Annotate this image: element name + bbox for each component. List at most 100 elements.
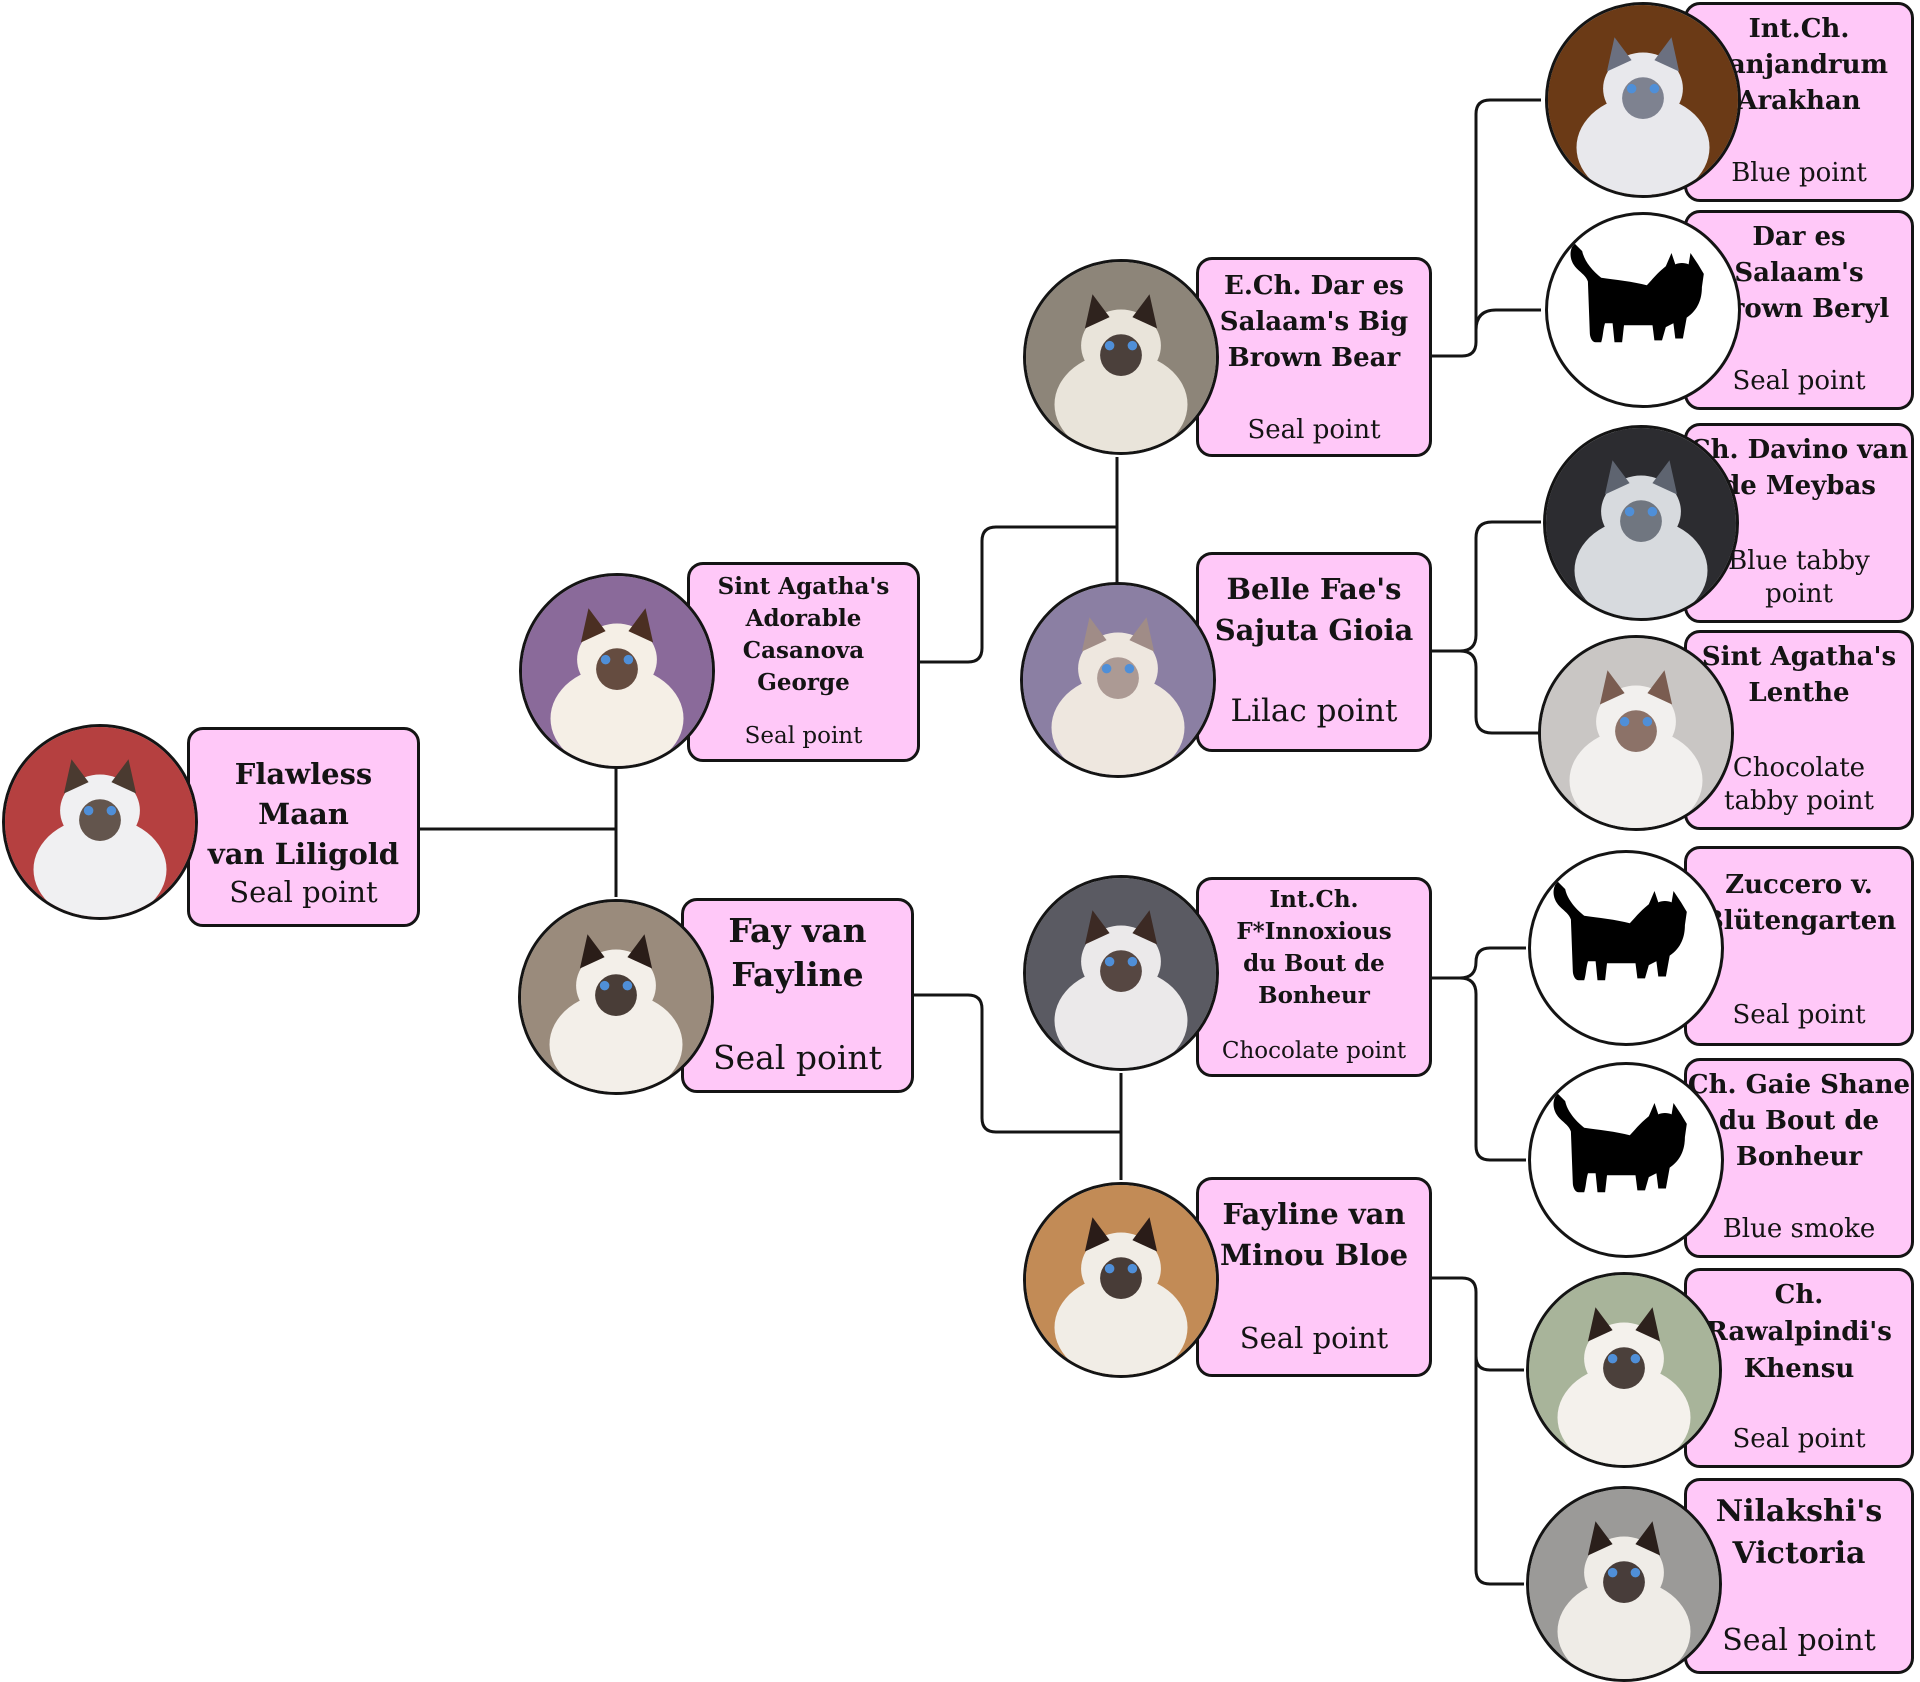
cat-photo[interactable] (1023, 259, 1219, 455)
cat-color: Seal point (713, 1037, 882, 1077)
cat-color: Seal point (1732, 999, 1866, 1030)
cat-right-eye-shape (1649, 83, 1660, 94)
cat-name: Int.Ch. F*Innoxious du Bout de Bonheur (1236, 886, 1392, 1009)
cat-face-mask-shape (1603, 1347, 1645, 1389)
cat-photo[interactable] (1545, 2, 1741, 198)
cat-silhouette-icon (1553, 1093, 1687, 1193)
cat-name: Dar es Salaam's Brown Beryl (1708, 222, 1890, 324)
cat-face-mask-shape (79, 799, 121, 841)
cat-left-eye-shape (1104, 1263, 1115, 1274)
cat-body-shape (549, 992, 683, 1092)
cat-photo[interactable] (1526, 1272, 1722, 1468)
cat-right-eye-shape (1124, 663, 1135, 674)
cat-photo[interactable] (1023, 1182, 1219, 1378)
cat-color: Seal point (1732, 365, 1866, 396)
cat-body-shape (1557, 1365, 1691, 1465)
cat-name: Fay van Fayline (728, 911, 867, 994)
cat-left-eye-shape (1624, 506, 1635, 517)
cat-color: Seal point (1732, 1423, 1866, 1454)
cat-color: Lilac point (1230, 693, 1398, 730)
cat-left-eye-shape (83, 805, 94, 816)
cat-body-shape (1569, 728, 1703, 828)
cat-photo[interactable] (2, 724, 198, 920)
cat-right-eye-shape (1127, 956, 1138, 967)
cat-face-mask-shape (1603, 1561, 1645, 1603)
cat-left-ear-shape (1084, 1217, 1110, 1252)
cat-silhouette-placeholder[interactable] (1528, 850, 1724, 1046)
cat-body-shape (1054, 968, 1188, 1068)
cat-left-eye-shape (1607, 1567, 1618, 1578)
cat-body-shape (550, 666, 684, 766)
cat-body-shape (1054, 352, 1188, 452)
cat-right-eye-shape (1127, 340, 1138, 351)
cat-silhouette-placeholder[interactable] (1545, 212, 1741, 408)
cat-left-eye-shape (1607, 1353, 1618, 1364)
cat-photo[interactable] (1538, 635, 1734, 831)
cat-right-eye-shape (1127, 1263, 1138, 1274)
cat-body-shape (1054, 1275, 1188, 1375)
cat-right-ear-shape (1635, 1521, 1661, 1556)
cat-right-eye-shape (623, 654, 634, 665)
cat-face-mask-shape (1097, 657, 1139, 699)
cat-color: Chocolate tabby point (1724, 753, 1874, 816)
cat-face-mask-shape (1100, 334, 1142, 376)
cat-left-ear-shape (1587, 1307, 1613, 1342)
cat-silhouette-icon (1553, 881, 1687, 981)
connector-c0-parents (418, 767, 618, 897)
cat-left-eye-shape (600, 654, 611, 665)
cat-photo[interactable] (1543, 425, 1739, 621)
cat-color: Blue point (1731, 157, 1867, 188)
cat-right-eye-shape (622, 980, 633, 991)
cat-photo[interactable] (1023, 875, 1219, 1071)
cat-name: Fayline van Minou Bloe (1219, 1197, 1409, 1272)
cat-face-mask-shape (1615, 710, 1657, 752)
cat-name: Belle Fae's Sajuta Gioia (1214, 572, 1414, 647)
connector-c4-parents (1430, 520, 1541, 735)
cat-left-eye-shape (1101, 663, 1112, 674)
cat-left-eye-shape (1104, 956, 1115, 967)
cat-face-mask-shape (1622, 77, 1664, 119)
cat-body-shape (1557, 1579, 1691, 1679)
connector-c5-parents (1430, 946, 1526, 1162)
connector-c6-parents (1430, 1276, 1524, 1586)
cat-photo[interactable] (519, 573, 715, 769)
cat-left-eye-shape (1104, 340, 1115, 351)
cat-color: Seal point (229, 874, 378, 909)
cat-name: Flawless Maan van Liligold (207, 757, 400, 871)
cat-color: Seal point (744, 723, 863, 750)
cat-body-shape (1576, 95, 1710, 195)
connector-c1-parents (918, 457, 1119, 664)
cat-name: Int.Ch. Panjandrum Arakhan (1709, 14, 1889, 116)
cat-color: Blue smoke (1722, 1213, 1876, 1244)
cat-name: E.Ch. Dar es Salaam's Big Brown Bear (1219, 271, 1409, 373)
cat-name: Ch. Rawalpindi's Khensu (1706, 1280, 1892, 1384)
cat-silhouette-placeholder[interactable] (1528, 1062, 1724, 1258)
cat-photo[interactable] (518, 899, 714, 1095)
connector-c3-parents (1430, 98, 1541, 358)
cat-color: Seal point (1247, 414, 1381, 445)
cat-name: Ch. Gaie Shane du Bout de Bonheur (1687, 1070, 1911, 1172)
cat-silhouette-icon (1570, 243, 1704, 343)
cat-left-eye-shape (1626, 83, 1637, 94)
cat-photo[interactable] (1526, 1486, 1722, 1682)
cat-name: Sint Agatha's Adorable Casanova George (717, 573, 890, 696)
cat-face-mask-shape (596, 648, 638, 690)
cat-name: Zuccero v. Blütengarten (1701, 870, 1897, 936)
cat-photo[interactable] (1020, 582, 1216, 778)
cat-face-mask-shape (595, 974, 637, 1016)
cat-color: Seal point (1239, 1320, 1389, 1355)
cat-body-shape (1051, 675, 1185, 775)
